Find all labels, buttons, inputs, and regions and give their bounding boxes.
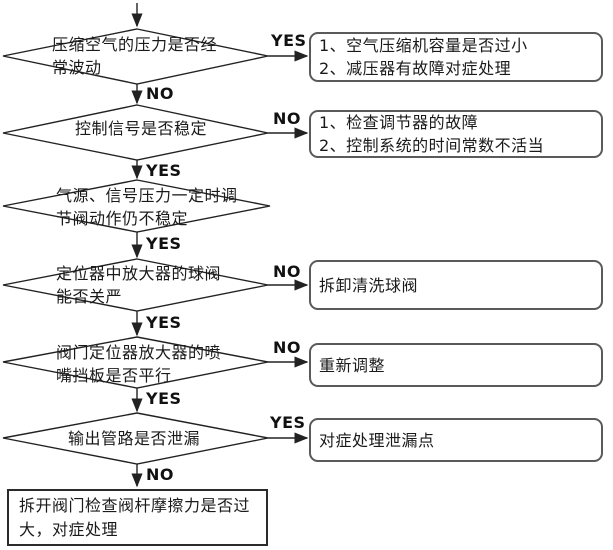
end-box: 拆开阀门检查阀杆摩擦力是否过 大，对症处理 [7, 489, 268, 546]
action-box-4-label: 重新调整 [319, 355, 386, 375]
decision-5-branch-yes: YES [146, 389, 182, 408]
decision-4-branch-no: NO [273, 262, 301, 281]
action-box-4: 重新调整 [309, 343, 603, 387]
decision-3-label: 气源、信号压力一定时调 节阀动作仍不稳定 [56, 186, 238, 228]
action-box-3: 拆卸清洗球阀 [309, 260, 603, 310]
decision-4-label: 定位器中放大器的球阀 能否关严 [56, 264, 222, 306]
action-box-3-label: 拆卸清洗球阀 [319, 275, 419, 295]
decision-6-branch-no: NO [146, 465, 174, 484]
action-box-5-label: 对症处理泄漏点 [319, 430, 435, 450]
decision-2-label: 控制信号是否稳定 [75, 119, 208, 138]
decision-5-branch-no: NO [273, 338, 301, 357]
decision-2-branch-no: NO [273, 109, 301, 128]
decision-3-branch-yes: YES [146, 234, 182, 253]
decision-1-branch-no: NO [146, 84, 174, 103]
decision-6-label: 输出管路是否泄漏 [68, 429, 201, 448]
action-box-1: 1、空气压缩机容量是否过小 2、减压器有故障对症处理 [309, 32, 603, 82]
decision-2-branch-yes: YES [146, 161, 182, 180]
action-box-1-label: 1、空气压缩机容量是否过小 2、减压器有故障对症处理 [319, 36, 528, 78]
end-box-label: 拆开阀门检查阀杆摩擦力是否过 大，对症处理 [19, 495, 251, 539]
action-box-5: 对症处理泄漏点 [309, 418, 603, 462]
action-box-2-label: 1、检查调节器的故障 2、控制系统的时间常数不活当 [319, 113, 545, 155]
action-box-2: 1、检查调节器的故障 2、控制系统的时间常数不活当 [309, 110, 603, 158]
decision-1-branch-yes: YES [271, 31, 307, 50]
decision-4-branch-yes: YES [146, 313, 182, 332]
decision-1-label: 压缩空气的压力是否经 常波动 [52, 35, 218, 77]
decision-6-branch-yes: YES [270, 413, 306, 432]
decision-5-label: 阀门定位器放大器的喷 嘴挡板是否平行 [56, 343, 222, 385]
